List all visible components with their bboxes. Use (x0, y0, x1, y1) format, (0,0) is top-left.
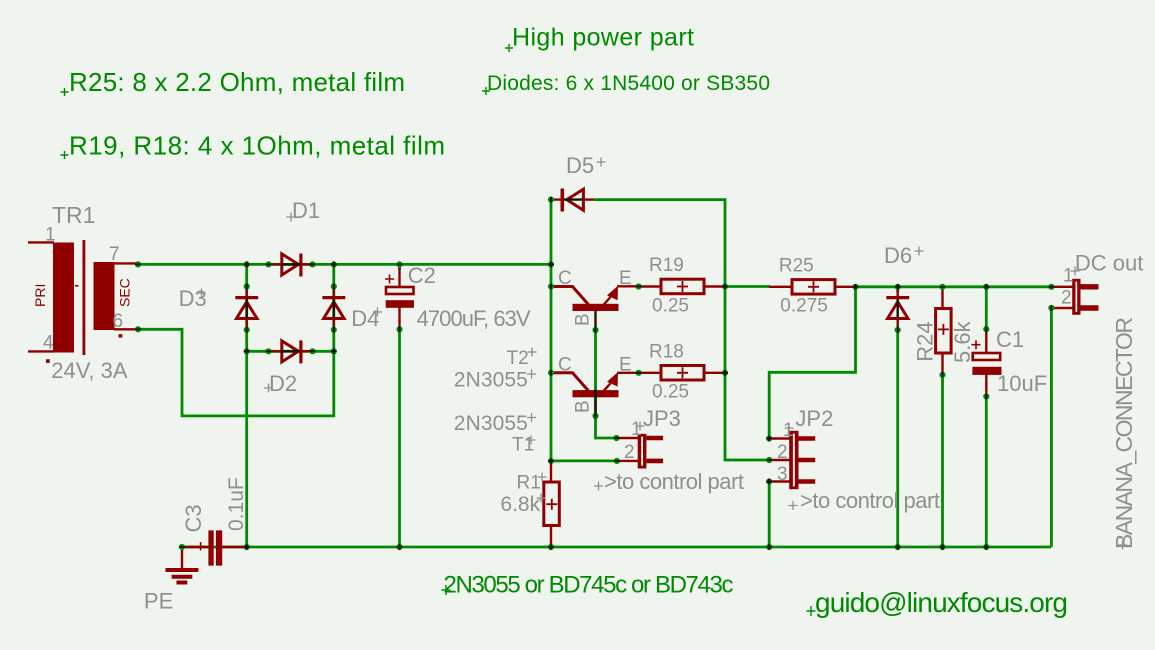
svg-text:R24: R24 (913, 321, 938, 361)
svg-text:T2: T2 (507, 348, 529, 369)
svg-text:10uF: 10uF (997, 371, 1047, 396)
svg-text:24V, 3A: 24V, 3A (51, 358, 128, 383)
svg-text:1: 1 (631, 419, 642, 440)
svg-text:R25: R25 (779, 256, 814, 277)
svg-text:Diodes: 6 x 1N5400 or SB350: Diodes: 6 x 1N5400 or SB350 (487, 72, 770, 95)
svg-text:R19: R19 (649, 255, 684, 276)
svg-text:>to control part: >to control part (604, 469, 744, 494)
svg-text:>to control part: >to control part (800, 488, 940, 513)
svg-text:D2: D2 (269, 371, 297, 396)
svg-text:D5: D5 (566, 153, 594, 178)
svg-text:B: B (573, 313, 594, 326)
svg-text:1: 1 (783, 420, 794, 441)
svg-text:C: C (558, 355, 572, 376)
svg-text:JP3: JP3 (643, 406, 681, 431)
svg-text:5.6k: 5.6k (950, 320, 975, 363)
svg-text:7: 7 (109, 244, 120, 265)
svg-text:PE: PE (144, 589, 173, 614)
svg-text:R25: 8 x 2.2 Ohm, metal film: R25: 8 x 2.2 Ohm, metal film (69, 67, 405, 97)
svg-text:6.8k: 6.8k (500, 493, 540, 516)
svg-text:B: B (573, 400, 594, 413)
svg-text:3: 3 (777, 464, 788, 485)
svg-text:C1: C1 (996, 327, 1024, 352)
svg-text:C: C (558, 268, 572, 289)
svg-text:0.25: 0.25 (652, 382, 689, 403)
svg-text:2: 2 (777, 442, 788, 463)
svg-text:4: 4 (43, 333, 54, 354)
svg-text:DC out: DC out (1075, 251, 1143, 276)
svg-text:BANANA_CONNECTOR: BANANA_CONNECTOR (1111, 317, 1137, 549)
svg-text:C2: C2 (408, 263, 436, 288)
svg-text:High power part: High power part (512, 24, 694, 52)
svg-text:1: 1 (45, 225, 56, 246)
svg-text:guido@linuxfocus.org: guido@linuxfocus.org (815, 587, 1068, 618)
svg-text:C3: C3 (181, 504, 206, 532)
svg-text:PRI: PRI (32, 284, 48, 307)
svg-text:2N3055: 2N3055 (454, 412, 528, 435)
svg-text:1: 1 (1063, 266, 1074, 287)
svg-text:TR1: TR1 (52, 202, 95, 228)
svg-text:D3: D3 (179, 286, 207, 311)
svg-text:D4: D4 (351, 306, 379, 331)
svg-text:4700uF, 63V: 4700uF, 63V (417, 306, 531, 331)
svg-text:6: 6 (113, 311, 124, 332)
svg-text:2: 2 (624, 442, 635, 463)
svg-text:0.25: 0.25 (652, 296, 689, 317)
svg-text:2N3055 or BD745c or BD743c: 2N3055 or BD745c or BD743c (444, 572, 734, 599)
svg-text:D6: D6 (884, 243, 912, 268)
svg-text:R1: R1 (517, 473, 541, 494)
svg-text:E: E (619, 355, 632, 376)
svg-text:D1: D1 (292, 198, 320, 223)
svg-text:0.275: 0.275 (780, 296, 828, 317)
svg-text:SEC: SEC (117, 278, 133, 307)
svg-text:2N3055: 2N3055 (454, 369, 528, 392)
svg-text:E: E (619, 268, 632, 289)
svg-text:R19, R18: 4 x 1Ohm, metal film: R19, R18: 4 x 1Ohm, metal film (69, 131, 445, 161)
svg-text:JP2: JP2 (795, 406, 833, 431)
svg-text:2: 2 (1061, 288, 1072, 309)
svg-text:0.1uF: 0.1uF (225, 477, 248, 531)
svg-text:R18: R18 (649, 342, 684, 363)
